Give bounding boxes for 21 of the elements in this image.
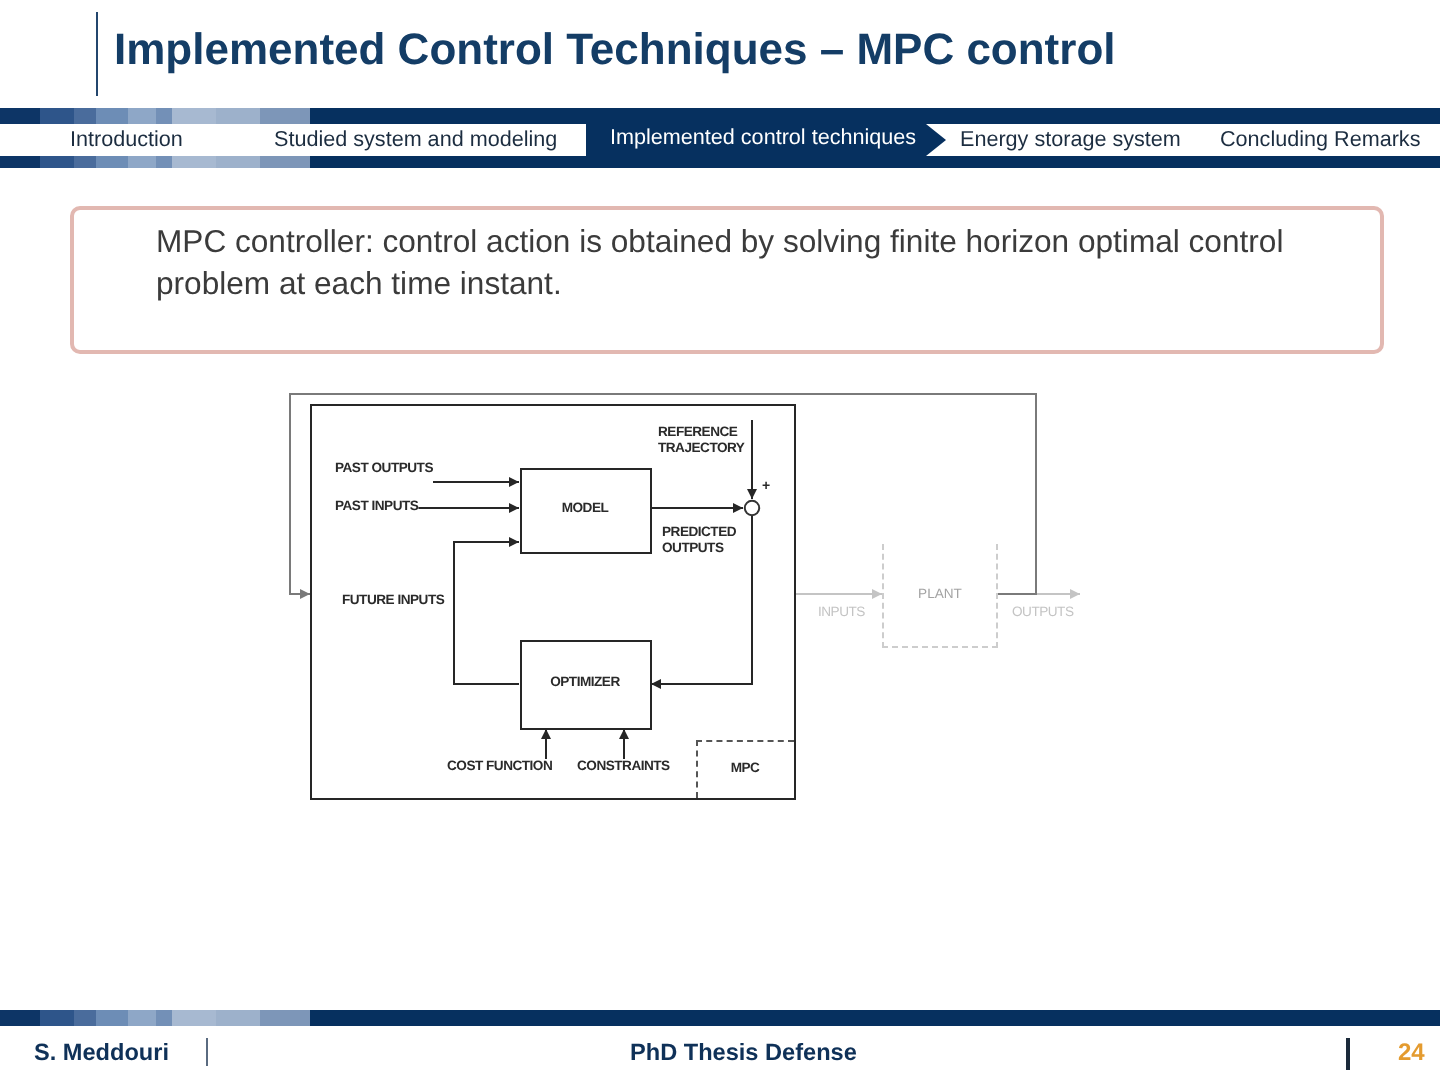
arrow	[650, 514, 753, 689]
author-name: S. Meddouri	[34, 1038, 170, 1068]
nav-label: Energy storage system	[960, 126, 1181, 154]
nav-label: Introduction	[70, 126, 183, 154]
arrow	[619, 728, 629, 760]
note-box: MPC controller: control action is obtained by solving finite horizon optimal control problem at each time instant.	[70, 206, 1384, 354]
slide-title: Implemented Control Techniques – MPC control	[114, 24, 1116, 76]
arrow	[432, 477, 520, 487]
arrow	[453, 537, 520, 685]
footer-title: PhD Thesis Defense	[630, 1038, 857, 1068]
page-number: 24	[1398, 1038, 1425, 1068]
summing-junction	[743, 499, 759, 515]
arrow	[289, 393, 1037, 599]
active-nav-tab: Implemented control techniques	[586, 124, 946, 156]
arrow	[747, 419, 757, 500]
arrow	[541, 728, 551, 760]
nav-label: Concluding Remarks	[1220, 126, 1421, 154]
arrow	[417, 503, 520, 513]
nav-label: Studied system and modeling	[274, 126, 558, 154]
controller-frame	[310, 404, 796, 800]
arrow	[795, 589, 883, 599]
